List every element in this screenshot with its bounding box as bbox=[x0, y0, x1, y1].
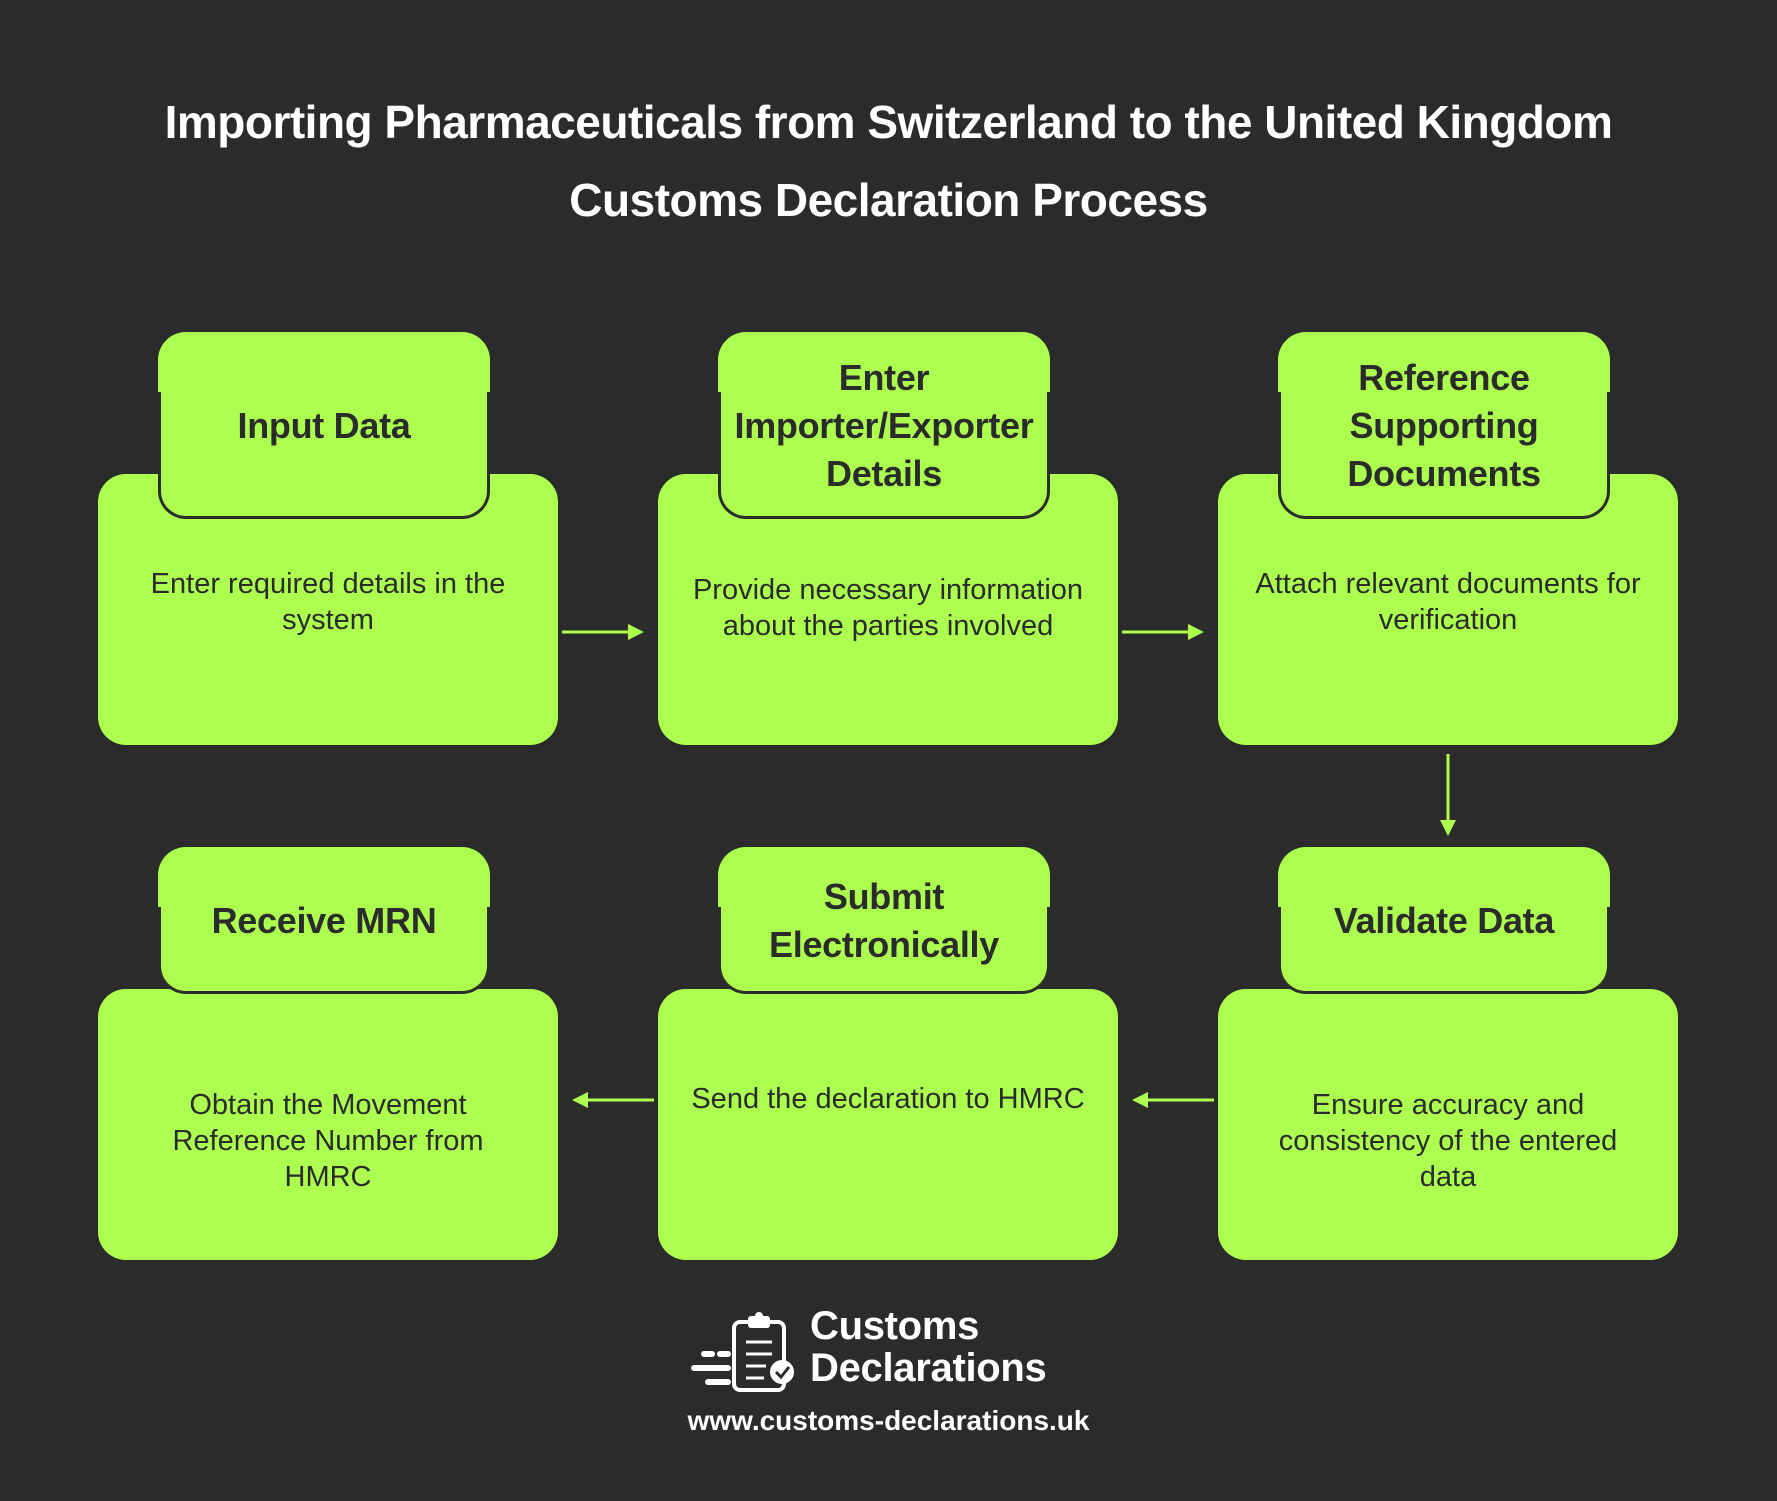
step-header: Reference Supporting Documents bbox=[1278, 332, 1610, 519]
step-body: Send the declaration to HMRC bbox=[658, 989, 1118, 1260]
step-body: Obtain the Movement Reference Number fro… bbox=[98, 989, 558, 1260]
step-title: Reference Supporting Documents bbox=[1347, 356, 1541, 494]
step-description: Obtain the Movement Reference Number fro… bbox=[172, 1089, 484, 1193]
arrow-left-icon bbox=[570, 1089, 654, 1111]
step-title: Receive MRN bbox=[211, 899, 437, 941]
step-title: Validate Data bbox=[1333, 899, 1555, 941]
brand-line-1: Customs bbox=[810, 1304, 980, 1348]
step-submit-electronically: Send the declaration to HMRC Submit Elec… bbox=[658, 847, 1118, 1260]
step-reference-supporting-documents: Attach relevant documents for verificati… bbox=[1218, 332, 1678, 745]
brand-logo[interactable]: Customs Declarations bbox=[690, 1305, 1090, 1405]
step-title: Submit Electronically bbox=[769, 875, 999, 965]
arrow-right-icon bbox=[562, 621, 646, 643]
page-subtitle: Customs Declaration Process bbox=[569, 174, 1208, 226]
step-header: Receive MRN bbox=[158, 847, 490, 994]
step-description: Provide necessary information about the … bbox=[692, 574, 1084, 642]
brand-name: Customs Declarations bbox=[810, 1305, 1047, 1389]
step-description: Ensure accuracy and consistency of the e… bbox=[1278, 1089, 1618, 1193]
step-header: Validate Data bbox=[1278, 847, 1610, 994]
step-enter-importer-exporter-details: Provide necessary information about the … bbox=[658, 332, 1118, 745]
step-header: Input Data bbox=[158, 332, 490, 519]
arrow-down-icon bbox=[1437, 754, 1459, 838]
step-validate-data: Ensure accuracy and consistency of the e… bbox=[1218, 847, 1678, 1260]
step-title: Enter Importer/Exporter Details bbox=[734, 356, 1034, 494]
step-header: Enter Importer/Exporter Details bbox=[718, 332, 1050, 519]
step-title: Input Data bbox=[237, 404, 411, 446]
website-link[interactable]: www.customs-declarations.uk bbox=[687, 1405, 1090, 1436]
step-body: Provide necessary information about the … bbox=[658, 474, 1118, 745]
step-description: Enter required details in the system bbox=[150, 568, 506, 636]
page-title: Importing Pharmaceuticals from Switzerla… bbox=[164, 96, 1613, 148]
step-header: Submit Electronically bbox=[718, 847, 1050, 994]
step-input-data: Enter required details in the system Inp… bbox=[98, 332, 558, 745]
step-description: Attach relevant documents for verificati… bbox=[1255, 568, 1641, 636]
arrow-right-icon bbox=[1122, 621, 1206, 643]
step-receive-mrn: Obtain the Movement Reference Number fro… bbox=[98, 847, 558, 1260]
step-description: Send the declaration to HMRC bbox=[691, 1083, 1085, 1115]
step-body: Attach relevant documents for verificati… bbox=[1218, 474, 1678, 745]
brand-line-2: Declarations bbox=[810, 1346, 1047, 1390]
clipboard-check-icon bbox=[691, 1312, 794, 1392]
arrow-left-icon bbox=[1130, 1089, 1214, 1111]
step-body: Enter required details in the system bbox=[98, 474, 558, 745]
step-body: Ensure accuracy and consistency of the e… bbox=[1218, 989, 1678, 1260]
